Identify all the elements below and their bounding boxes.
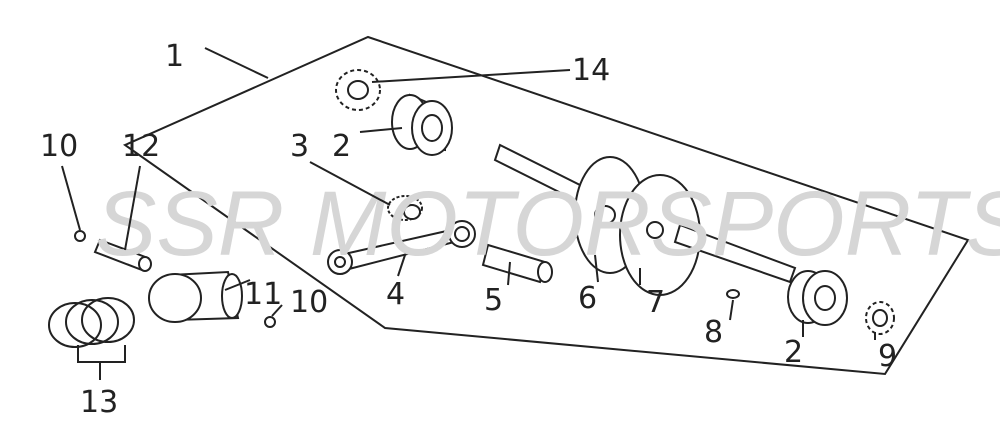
callout-4: 4 — [386, 277, 405, 312]
callout-6: 6 — [578, 281, 597, 316]
part-clip-10-right — [264, 316, 276, 328]
callout-2-top: 2 — [332, 129, 351, 164]
callout-13: 13 — [80, 385, 118, 420]
part-piston-rings-13 — [48, 297, 135, 348]
callout-14: 14 — [572, 53, 610, 88]
part-bearing-2-top — [391, 93, 453, 156]
callout-11: 11 — [244, 277, 282, 312]
part-clip-10-left — [74, 230, 86, 242]
callout-8: 8 — [704, 315, 723, 350]
part-gear-9 — [865, 301, 895, 335]
callout-1: 1 — [165, 39, 184, 74]
part-bearing-2-right — [787, 270, 848, 326]
callout-7: 7 — [646, 285, 665, 320]
part-needle-bearing-3 — [387, 195, 423, 221]
callout-5: 5 — [484, 283, 503, 318]
callout-12: 12 — [122, 129, 160, 164]
watermark: SSR MOTORSPORTS — [95, 173, 1000, 275]
part-gear-14 — [335, 69, 381, 111]
callout-10-left: 10 — [40, 129, 78, 164]
part-piston-11 — [148, 270, 243, 323]
callout-9: 9 — [878, 339, 897, 374]
part-key-8 — [726, 289, 740, 299]
leader-lines — [61, 47, 876, 380]
callout-3: 3 — [290, 129, 309, 164]
part-crankshaft — [493, 143, 797, 296]
callout-10-right: 10 — [290, 285, 328, 320]
part-connecting-rod-4 — [327, 220, 476, 275]
part-crank-pin-5 — [481, 243, 553, 284]
part-piston-pin-12 — [93, 238, 152, 272]
crankshaft-assembly-outline — [122, 35, 970, 376]
callout-2-right: 2 — [784, 335, 803, 370]
